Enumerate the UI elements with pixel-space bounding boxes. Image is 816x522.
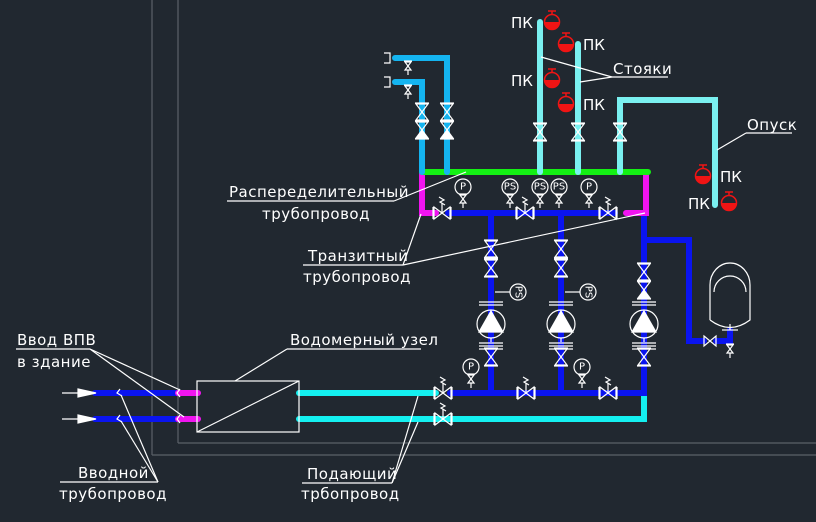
fire-valve-label: ПК <box>511 72 533 90</box>
inlet-vpv-label-1: Ввод ВПВ <box>17 331 96 349</box>
fire-valve-label: ПК <box>583 36 605 54</box>
gauge-label: P <box>579 362 585 373</box>
supply-label-2: трбопровод <box>301 485 400 503</box>
fire-valve-5[interactable] <box>694 164 712 185</box>
descent-label: Опуск <box>747 116 797 134</box>
gauge-label: P <box>586 182 592 193</box>
pressure-tank <box>709 262 751 331</box>
pump-header-bottom <box>447 347 647 396</box>
transit-magenta-left <box>419 169 439 216</box>
labels: Стояки Опуск Распеределительный трубопро… <box>17 60 797 503</box>
water-meter-unit <box>196 380 300 433</box>
descent-pipe <box>617 97 718 208</box>
inlet-arrow-1 <box>62 388 123 398</box>
fire-valve-label: ПК <box>583 96 605 114</box>
fire-valve-1[interactable] <box>543 10 561 31</box>
supply-label-1: Подающий <box>307 465 397 483</box>
gauge-label: P <box>460 182 466 193</box>
upper-branch-2 <box>392 79 425 175</box>
transit-label-2: трубопровод <box>303 268 411 286</box>
distribution-label-2: трубопровод <box>262 205 370 223</box>
fire-valve-2[interactable] <box>557 32 575 53</box>
fire-valve-label: ПК <box>511 14 533 32</box>
pump-pressure-switches: PS PS <box>495 283 597 301</box>
gauge-label: PS <box>534 182 546 193</box>
distribution-label-1: Распеределительный <box>229 183 409 201</box>
ps-label: PS <box>513 286 524 298</box>
pipes <box>92 19 733 422</box>
fire-valve-6[interactable] <box>720 191 738 212</box>
fire-valve-label: ПК <box>688 195 710 213</box>
risers-label: Стояки <box>613 60 672 78</box>
leader-lines <box>16 56 792 484</box>
tank-stub <box>713 327 733 344</box>
vent-valve-2[interactable] <box>403 84 413 100</box>
vent-valve-1[interactable] <box>403 60 413 76</box>
discharge-gauges: P P <box>462 358 591 389</box>
ps-label: PS <box>583 286 594 298</box>
inlet-arrow-2 <box>62 414 123 424</box>
building-frame <box>151 0 816 456</box>
inlet-vpv-label-2: в здание <box>17 353 91 371</box>
symbols: P PS PS PS P PS PS P <box>62 10 751 433</box>
gauge-label: PS <box>553 182 565 193</box>
inlet-pipe-label-2: трубопровод <box>59 485 167 503</box>
fire-valve-3[interactable] <box>543 68 561 89</box>
inlet-pipe-label-1: Вводной <box>78 464 149 482</box>
tank-drain-valve[interactable] <box>725 343 735 359</box>
tank-branch <box>641 237 707 344</box>
transit-label-1: Транзитный <box>307 247 409 265</box>
water-meter-label: Водомерный узел <box>290 331 438 349</box>
gauge-label: PS <box>504 182 516 193</box>
fire-valve-4[interactable] <box>557 92 575 113</box>
manifold-instruments: P PS PS PS P <box>454 178 598 209</box>
fire-valve-label: ПК <box>720 168 742 186</box>
transit-magenta-right <box>623 169 649 216</box>
gauge-label: P <box>468 362 474 373</box>
supply-pipe-2 <box>296 390 647 422</box>
